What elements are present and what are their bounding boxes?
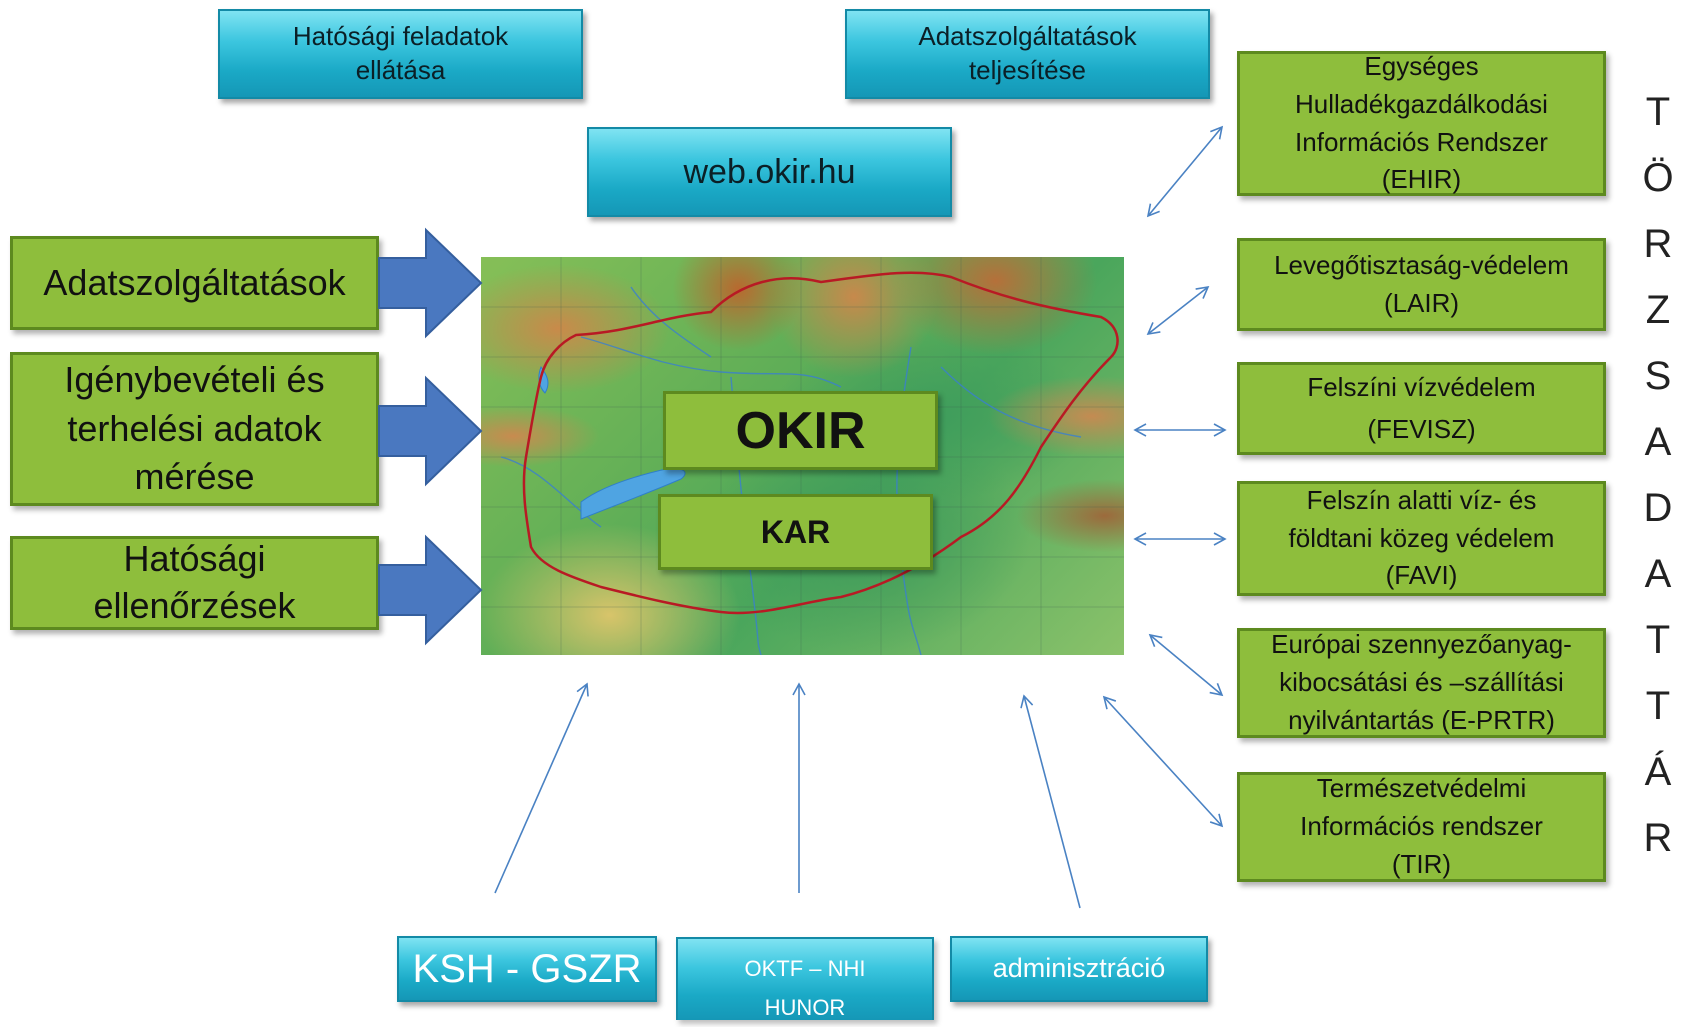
hatosagi-ellenorzesek-label: Hatósági ellenőrzések	[93, 538, 296, 626]
igenybeveteli-label: Igénybevételi és terhelési adatok mérése	[64, 359, 325, 498]
tir-box: Természetvédelmi Információs rendszer (T…	[1237, 772, 1606, 882]
lair-box: Levegőtisztaság-védelem (LAIR)	[1237, 238, 1606, 331]
adatszolgaltatasok-box: Adatszolgáltatások	[10, 236, 379, 330]
connector-lair	[1146, 285, 1210, 336]
oktf-nhi-hunor-label: OKTF – NHI HUNOR	[744, 956, 866, 1020]
okir-label: OKIR	[735, 401, 866, 460]
adminisztracio-box: adminisztráció	[950, 936, 1208, 1002]
eprtr-box: Európai szennyezőanyag- kibocsátási és –…	[1237, 628, 1606, 738]
adatszolgaltatasok-teljesitese-box: Adatszolgáltatások teljesítése	[845, 9, 1210, 99]
web-okir-label: web.okir.hu	[683, 152, 856, 191]
oktf-nhi-hunor-box: OKTF – NHI HUNOR	[676, 937, 934, 1020]
adatszolgaltatasok-teljesitese-label: Adatszolgáltatások teljesítése	[918, 21, 1137, 85]
ehir-box: Egységes Hulladékgazdálkodási Információ…	[1237, 51, 1606, 196]
adminisztracio-label: adminisztráció	[992, 953, 1166, 984]
hatosagi-feladatok-box: Hatósági feladatok ellátása	[218, 9, 583, 99]
kar-label: KAR	[760, 513, 831, 550]
hatosagi-feladatok-label: Hatósági feladatok ellátása	[292, 21, 509, 85]
connector-tir	[1102, 695, 1224, 828]
web-okir-box: web.okir.hu	[587, 127, 952, 217]
ehir-label: Egységes Hulladékgazdálkodási Információ…	[1295, 51, 1548, 195]
connector-eprtr	[1148, 633, 1224, 697]
favi-box: Felszín alatti víz- és földtani közeg vé…	[1237, 481, 1606, 596]
fevisz-label: Felszíni vízvédelem (FEVISZ)	[1307, 371, 1536, 444]
connector-admin	[1020, 694, 1081, 909]
favi-label: Felszín alatti víz- és földtani közeg vé…	[1288, 484, 1555, 591]
torzsadattar-vertical-text: TÖRZSADATTÁR	[1636, 90, 1680, 882]
connector-ksh	[494, 682, 589, 894]
igenybeveteli-box: Igénybevételi és terhelési adatok mérése	[10, 352, 379, 506]
block-arrow-1	[378, 227, 483, 339]
hatosagi-ellenorzesek-box: Hatósági ellenőrzések	[10, 536, 379, 630]
ksh-gszr-box: KSH - GSZR	[397, 936, 657, 1002]
tir-label: Természetvédelmi Információs rendszer (T…	[1300, 773, 1543, 879]
block-arrow-2	[378, 375, 483, 487]
fevisz-box: Felszíni vízvédelem (FEVISZ)	[1237, 362, 1606, 455]
ksh-gszr-label: KSH - GSZR	[412, 947, 642, 991]
block-arrow-3	[378, 534, 483, 646]
adatszolgaltatasok-label: Adatszolgáltatások	[43, 261, 346, 303]
lair-label: Levegőtisztaság-védelem (LAIR)	[1274, 249, 1569, 318]
okir-box: OKIR	[663, 391, 938, 470]
eprtr-label: Európai szennyezőanyag- kibocsátási és –…	[1271, 629, 1572, 735]
connector-ehir	[1146, 125, 1224, 218]
kar-box: KAR	[658, 494, 933, 570]
